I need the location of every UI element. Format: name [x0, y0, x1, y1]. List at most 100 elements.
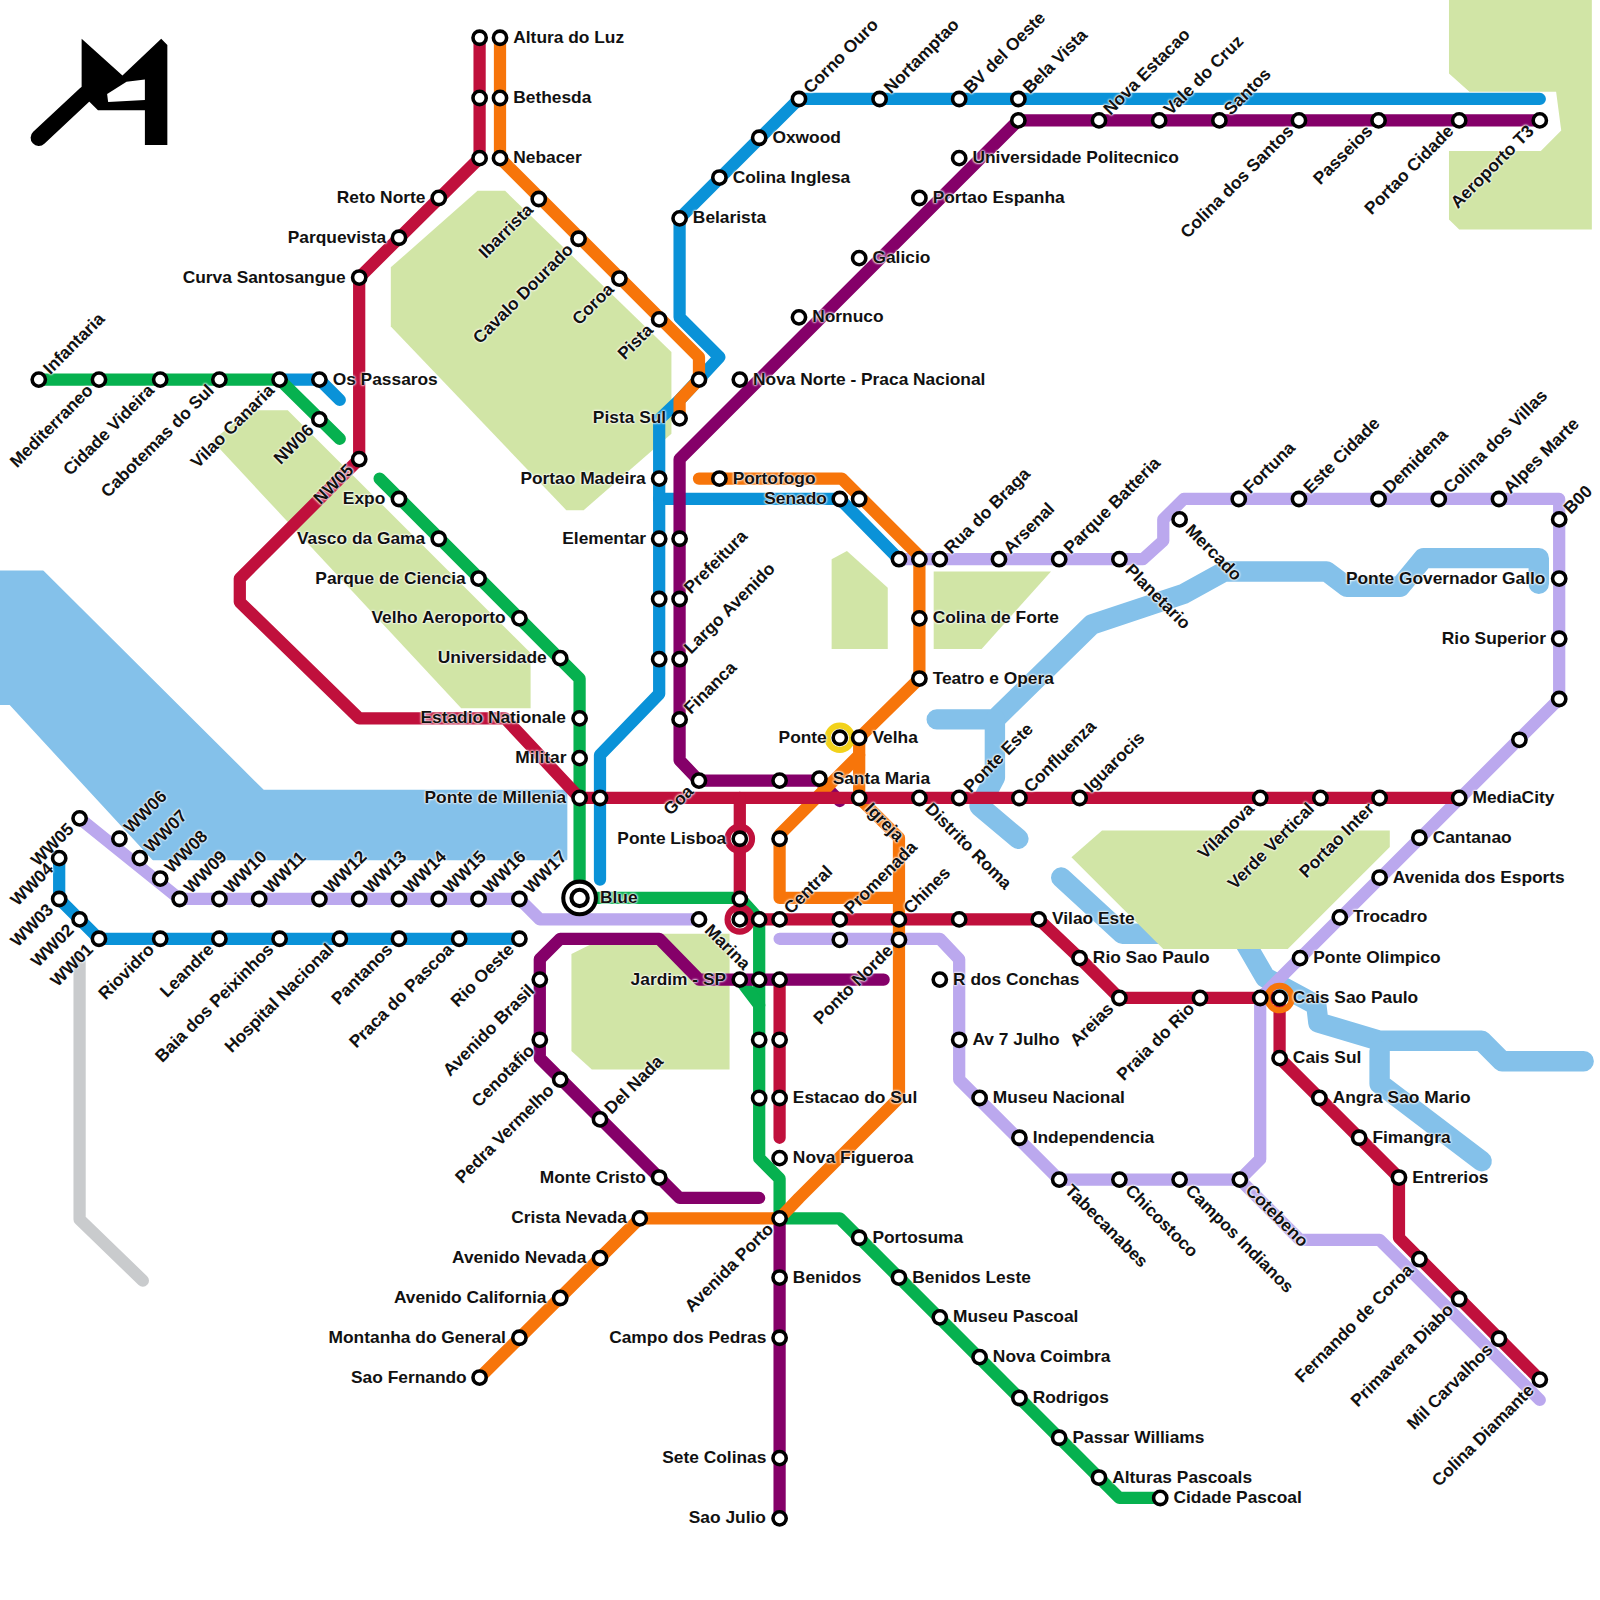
station-dot: [1413, 831, 1426, 844]
station-dot: [213, 373, 226, 386]
station-dot: [92, 373, 105, 386]
station-dot: [773, 774, 786, 787]
station-label: Sao Julio: [689, 1509, 766, 1528]
station-dot: [653, 592, 666, 605]
station-dot: [1553, 513, 1566, 526]
orange-line: [500, 38, 699, 419]
station-dot: [154, 932, 167, 945]
blue-line: [600, 99, 1540, 880]
station-label: Universidade: [438, 648, 547, 667]
station-label: Fortuna: [1240, 438, 1299, 497]
station-dot: [432, 892, 445, 905]
station-dot: [1553, 692, 1566, 705]
station-label: Avenida dos Esports: [1393, 868, 1565, 887]
station-label: Portao Madeira: [520, 469, 645, 488]
station-label: Angra Sao Mario: [1333, 1088, 1471, 1107]
station-dot: [1013, 1131, 1026, 1144]
station-label: Igreja: [861, 799, 907, 845]
station-dot: [253, 892, 266, 905]
station-label: Estacao do Sul: [793, 1088, 917, 1107]
station-dot: [673, 412, 686, 425]
station-dot: [673, 653, 686, 666]
station-label: Portosuma: [872, 1228, 963, 1247]
station-dot: [533, 973, 546, 986]
station-label: Infantaria: [40, 309, 109, 378]
station-label: Teatro e Opera: [933, 669, 1054, 688]
station-dot: [773, 1271, 786, 1284]
station-dot: [392, 492, 405, 505]
logo-shape: [82, 39, 168, 145]
station-label: Nova Figueroa: [793, 1148, 914, 1167]
station-label: Trocadro: [1353, 908, 1427, 927]
station-label: Avenido Nevada: [452, 1248, 586, 1267]
station-dot: [892, 553, 905, 566]
station-dot: [733, 832, 746, 845]
station-label: Rio Superior: [1442, 629, 1546, 648]
station-dot: [1113, 991, 1126, 1004]
station-label: Rodrigos: [1033, 1388, 1109, 1407]
station-dot: [593, 1113, 606, 1126]
station-dot: [1353, 1131, 1366, 1144]
station-label: Independencia: [1033, 1128, 1154, 1147]
station-dot: [1053, 1431, 1066, 1444]
station-label: Reto Norte: [337, 188, 426, 207]
station-dot: [833, 933, 846, 946]
station-dot: [1373, 871, 1386, 884]
station-label: Demidena: [1380, 425, 1452, 497]
station-dot: [773, 913, 786, 926]
station-label: Vasco da Gama: [297, 529, 425, 548]
station-dot: [273, 932, 286, 945]
station-dot: [1254, 991, 1267, 1004]
station-dot: [313, 413, 326, 426]
station-dot: [573, 752, 586, 765]
station-label: Nova Coimbra: [993, 1347, 1111, 1366]
station-dot: [713, 171, 726, 184]
station-label: Nornuco: [812, 308, 883, 327]
station-dot: [1053, 553, 1066, 566]
water: [0, 558, 1584, 1161]
station-dot: [213, 892, 226, 905]
station-dot: [1293, 952, 1306, 965]
station-dot: [913, 553, 926, 566]
station-label: Galicio: [872, 248, 930, 267]
station-label: Passeios: [1310, 122, 1377, 189]
station-dot: [353, 453, 366, 466]
station-dot: [773, 1212, 786, 1225]
station-dot: [154, 373, 167, 386]
station-dot: [933, 553, 946, 566]
ring: [828, 726, 852, 750]
station-dot: [1372, 114, 1385, 127]
station-dot: [1073, 952, 1086, 965]
station-dot: [473, 152, 486, 165]
station-label: Crista Nevada: [511, 1209, 627, 1228]
station-dot: [873, 92, 886, 105]
ring: [1267, 986, 1291, 1010]
station-dot: [1173, 1173, 1186, 1186]
park: [571, 934, 729, 1070]
station-label: Santa Maria: [833, 769, 930, 788]
station-label: Central: [781, 862, 837, 918]
station-dot: [1233, 1173, 1246, 1186]
station-dot: [493, 91, 506, 104]
station-dot: [833, 913, 846, 926]
station-dot: [472, 892, 485, 905]
station-dot: [773, 1512, 786, 1525]
station-label: Areias: [1067, 999, 1118, 1050]
station-dot: [773, 1152, 786, 1165]
station-label: Cabotemas do Sul: [98, 381, 218, 501]
station-dot: [1013, 1391, 1026, 1404]
station-dot: [53, 892, 66, 905]
station-dot: [1553, 572, 1566, 585]
station-dot: [633, 1212, 646, 1225]
station-dot: [1073, 791, 1086, 804]
station-dot: [892, 933, 905, 946]
station-dot: [1453, 114, 1466, 127]
station-label: Portofogo: [733, 469, 816, 488]
station-label: Blue: [600, 888, 638, 907]
station-dot: [1292, 492, 1305, 505]
station-dot: [773, 1033, 786, 1046]
station-label: Cais Sao Paulo: [1293, 988, 1418, 1007]
station-dot: [1492, 492, 1505, 505]
station-dot: [653, 472, 666, 485]
station-dot: [1313, 1091, 1326, 1104]
